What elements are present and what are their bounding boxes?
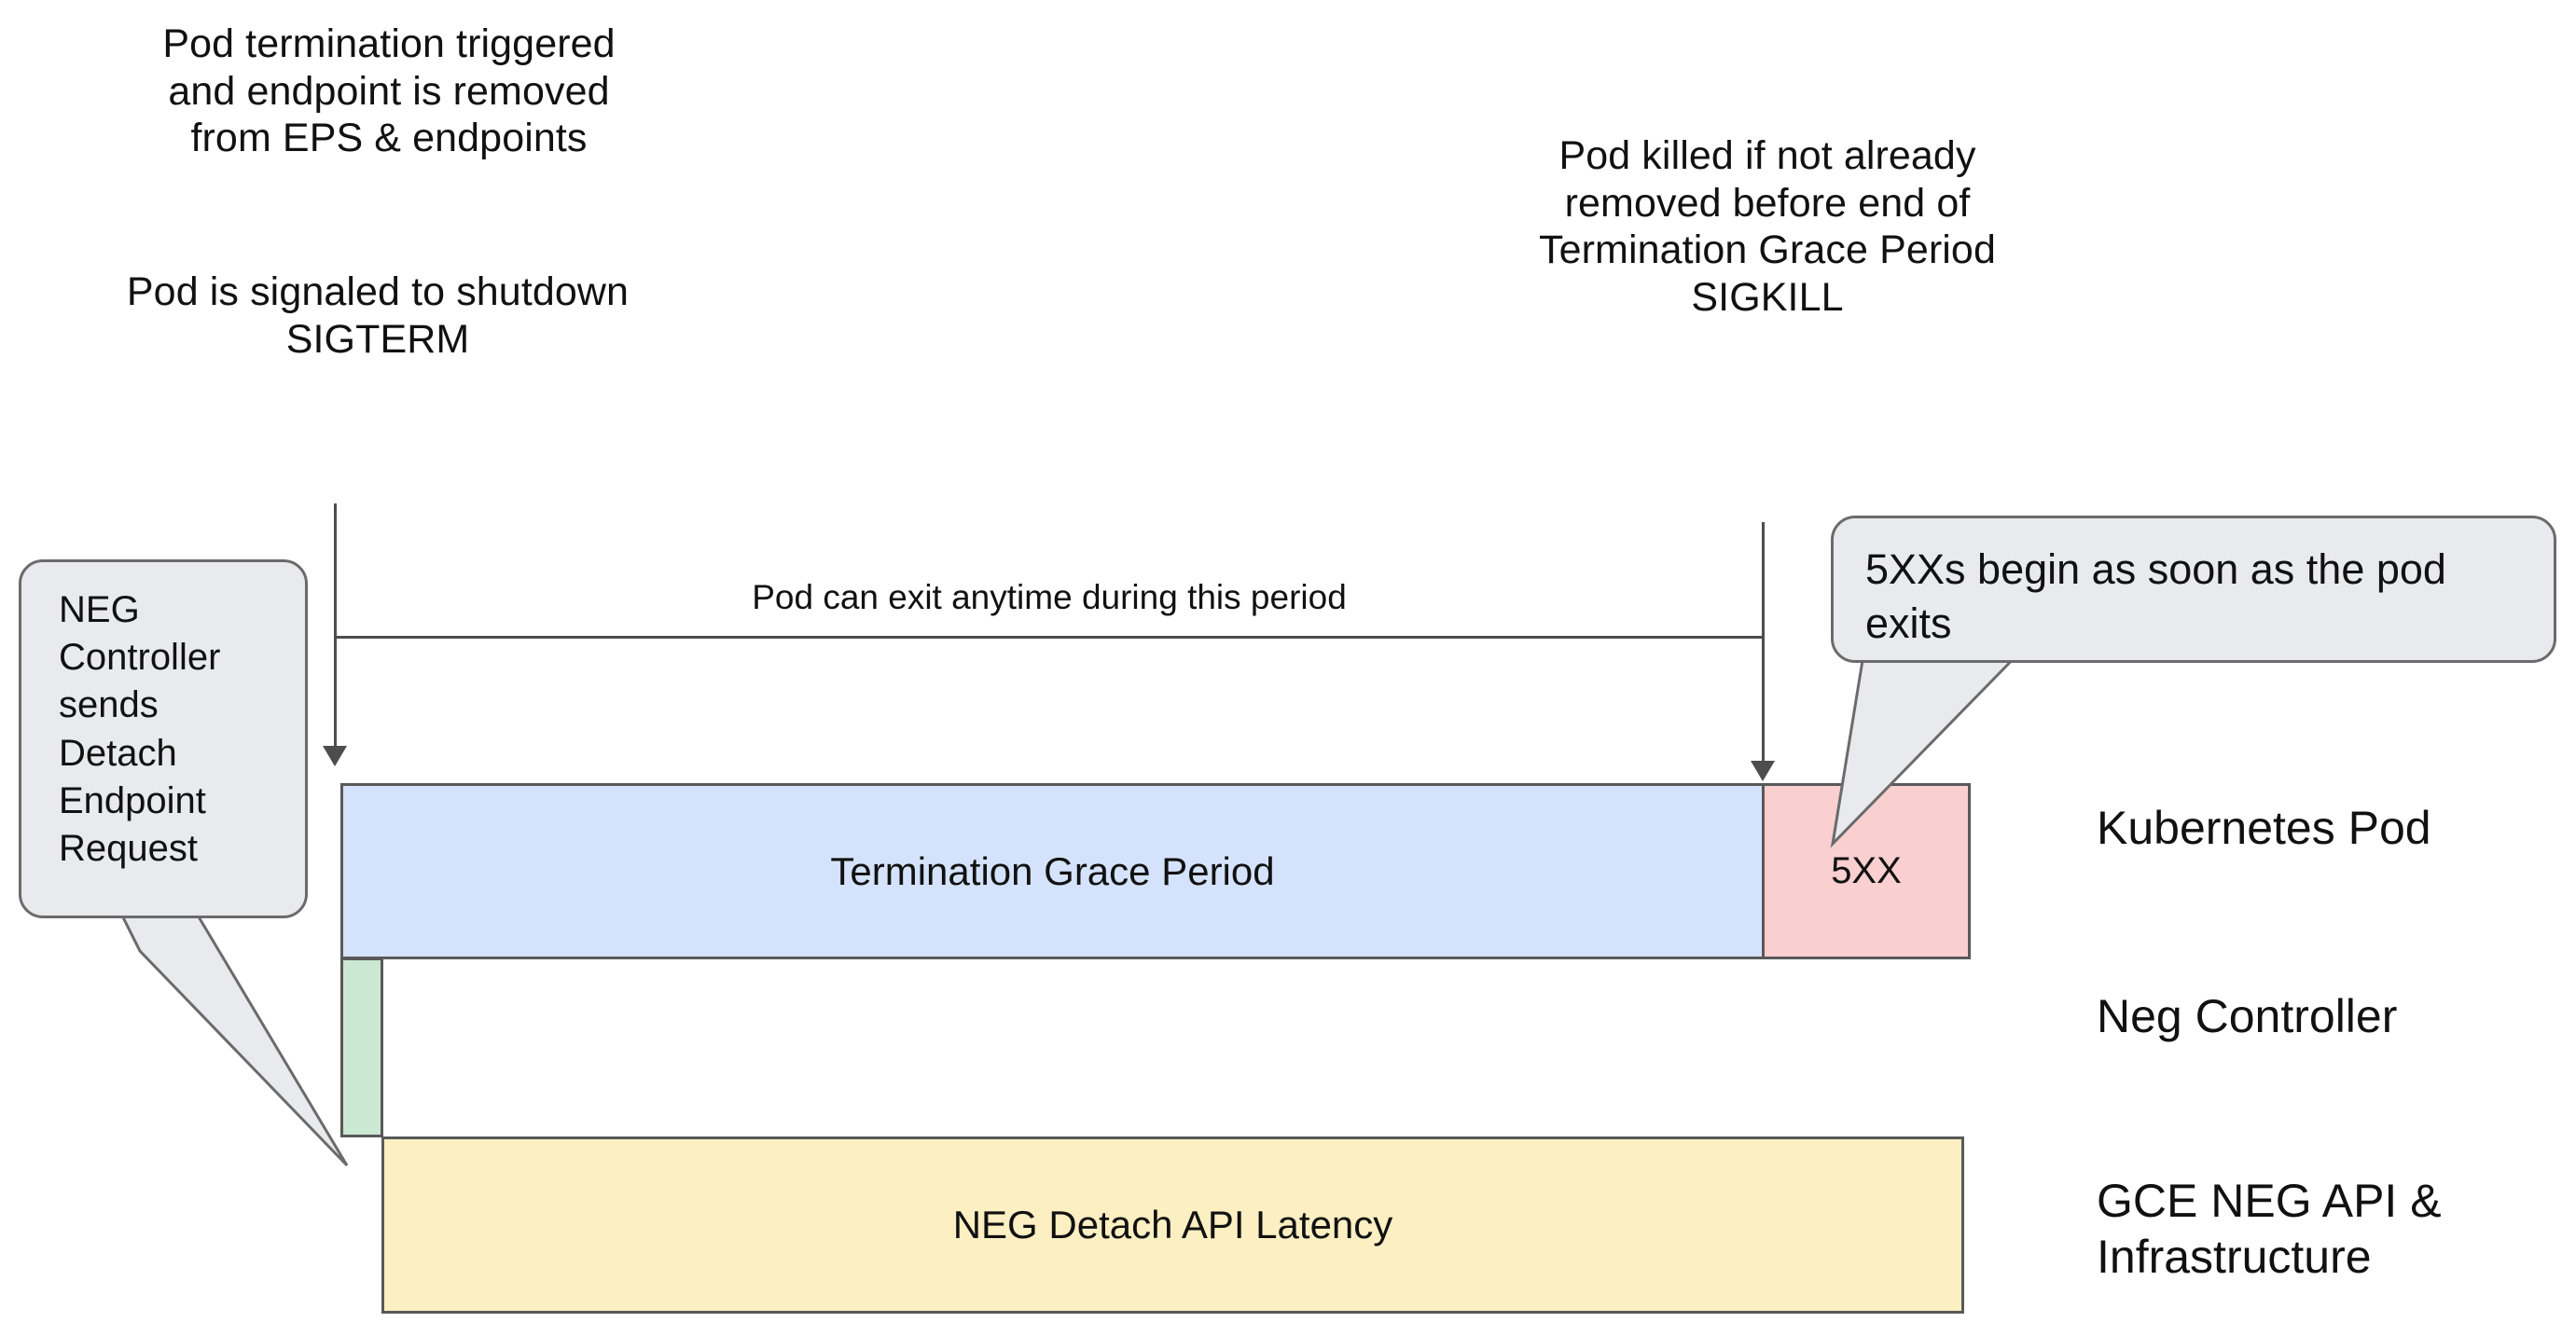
bar-termination-grace-period: Termination Grace Period [340,783,1765,959]
callout-5xx-begin: 5XXs begin as soon as the pod exits [1831,516,2556,663]
timeline-arrow-start-line [334,503,337,748]
timeline-arrow-end-head-icon [1751,761,1775,781]
period-span-rule [336,636,1763,639]
period-span-label: Pod can exit anytime during this period [752,578,1347,616]
lane-label-gce-neg-api: GCE NEG API & Infrastructure [2097,1175,2442,1283]
bar-neg-controller-detach [340,957,383,1137]
bar-neg-detach-api-latency: NEG Detach API Latency [381,1136,1964,1314]
callout-5xx-tail-icon [1830,641,2032,848]
lane-label-neg-controller: Neg Controller [2097,990,2398,1042]
timeline-arrow-start-head-icon [323,746,347,766]
note-pod-signaled-sigterm: Pod is signaled to shutdown SIGTERM [126,269,630,362]
bar-5xx: 5XX [1762,783,1971,959]
note-pod-termination-triggered: Pod termination triggered and endpoint i… [162,21,616,161]
callout-neg-controller-tail-icon [109,893,349,1167]
lane-label-kubernetes-pod: Kubernetes Pod [2097,802,2431,854]
timeline-arrow-end-line [1762,522,1765,763]
callout-neg-controller: NEG Controller sends Detach Endpoint Req… [19,559,308,918]
note-pod-killed-sigkill: Pod killed if not already removed before… [1539,133,1996,321]
